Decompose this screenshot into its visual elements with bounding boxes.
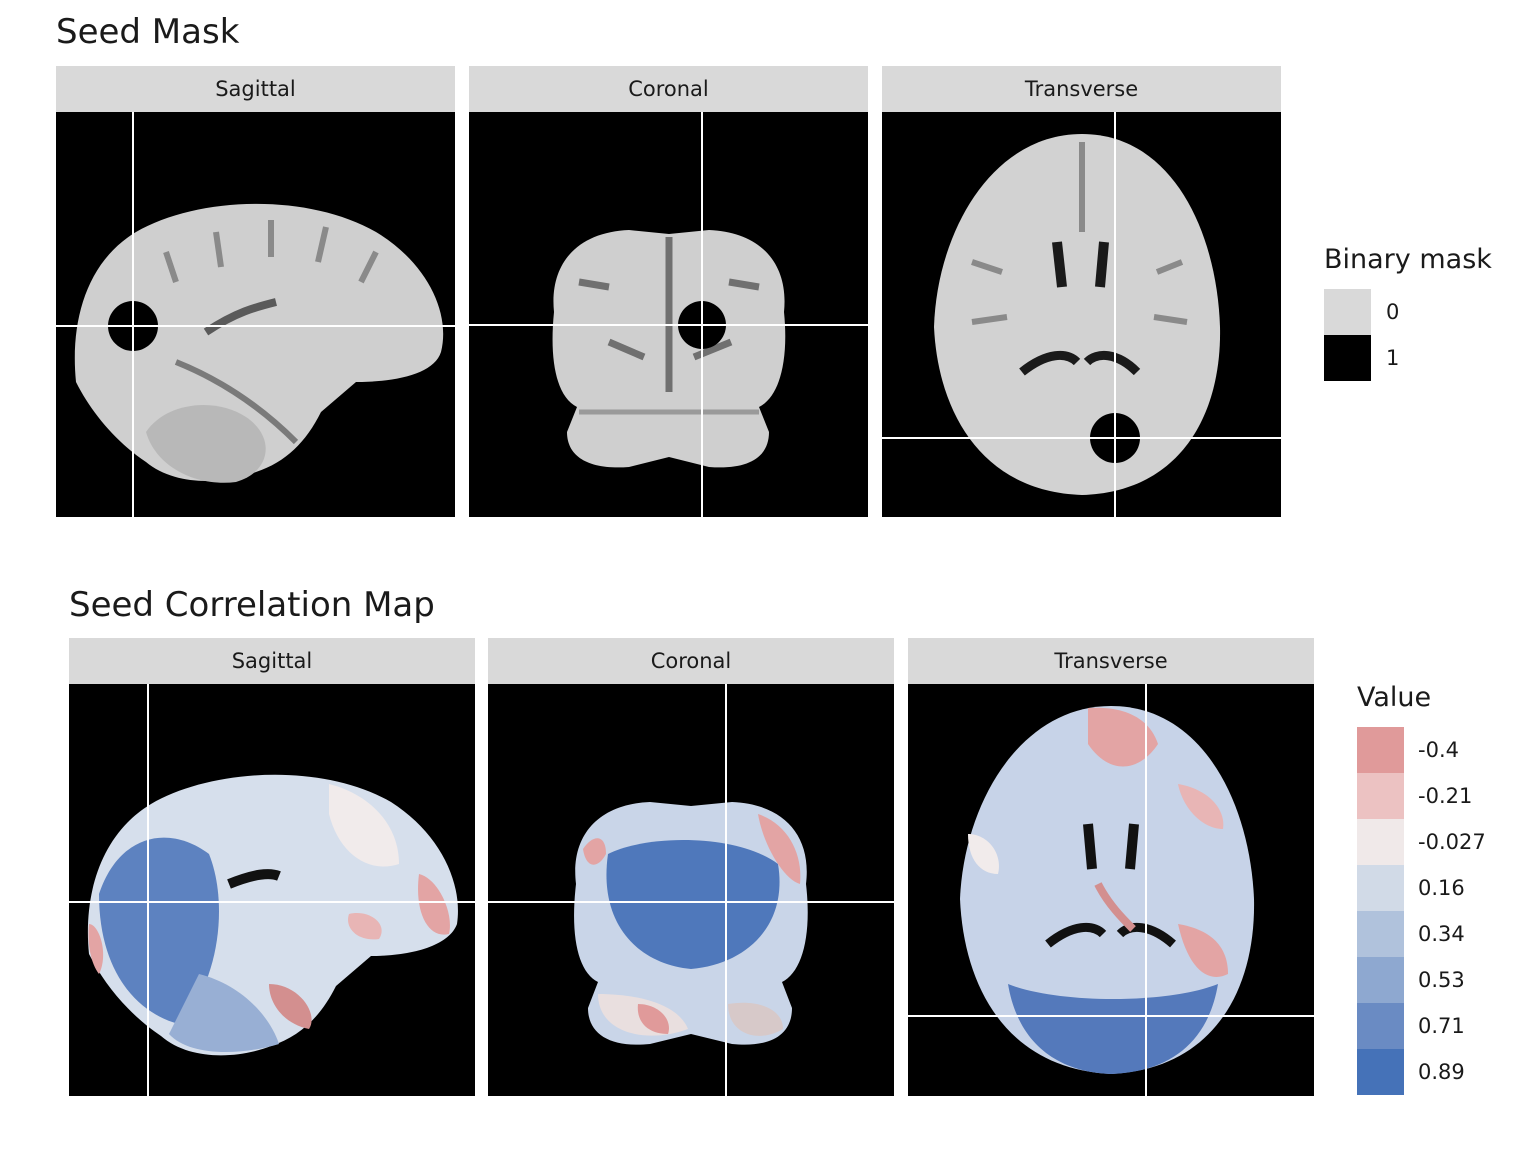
mask-coronal-slice	[469, 112, 868, 517]
mask-panel-sagittal	[56, 112, 455, 517]
legend-swatch-value-6	[1357, 1003, 1404, 1049]
legend-swatch-value-3	[1357, 865, 1404, 911]
legend-title-binary-mask: Binary mask	[1324, 244, 1492, 275]
facet-strip-coronal: Coronal	[469, 66, 868, 112]
mask-transverse-slice	[882, 112, 1281, 517]
facet-strip-sagittal-2: Sagittal	[69, 638, 475, 684]
legend-swatch-mask-1	[1324, 335, 1371, 381]
facet-strip-transverse-2: Transverse	[908, 638, 1314, 684]
legend-label-value-0: -0.4	[1418, 738, 1459, 762]
legend-swatch-value-5	[1357, 957, 1404, 1003]
figure-title-seed-correlation-map: Seed Correlation Map	[69, 585, 435, 625]
corr-panel-transverse	[908, 684, 1314, 1096]
mask-sagittal-slice	[56, 112, 455, 517]
mask-panel-coronal	[469, 112, 868, 517]
facet-strip-sagittal: Sagittal	[56, 66, 455, 112]
facet-strip-coronal-2: Coronal	[488, 638, 894, 684]
facet-strip-transverse: Transverse	[882, 66, 1281, 112]
corr-transverse-slice	[908, 684, 1314, 1096]
legend-label-value-1: -0.21	[1418, 784, 1473, 808]
legend-swatch-mask-0	[1324, 289, 1371, 335]
legend-title-value: Value	[1357, 682, 1432, 713]
legend-label-mask-1: 1	[1386, 346, 1400, 370]
corr-panel-sagittal	[69, 684, 475, 1096]
legend-swatch-value-4	[1357, 911, 1404, 957]
legend-label-value-4: 0.34	[1418, 922, 1465, 946]
mask-panel-transverse	[882, 112, 1281, 517]
legend-label-value-5: 0.53	[1418, 968, 1465, 992]
legend-swatch-value-7	[1357, 1049, 1404, 1095]
legend-swatch-value-2	[1357, 819, 1404, 865]
figure-title-seed-mask: Seed Mask	[56, 12, 240, 52]
corr-panel-coronal	[488, 684, 894, 1096]
legend-swatch-value-0	[1357, 727, 1404, 773]
legend-label-value-7: 0.89	[1418, 1060, 1465, 1084]
legend-swatch-value-1	[1357, 773, 1404, 819]
legend-label-value-2: -0.027	[1418, 830, 1486, 854]
legend-label-value-3: 0.16	[1418, 876, 1465, 900]
corr-sagittal-slice	[69, 684, 475, 1096]
legend-label-mask-0: 0	[1386, 300, 1400, 324]
corr-coronal-slice	[488, 684, 894, 1096]
legend-label-value-6: 0.71	[1418, 1014, 1465, 1038]
